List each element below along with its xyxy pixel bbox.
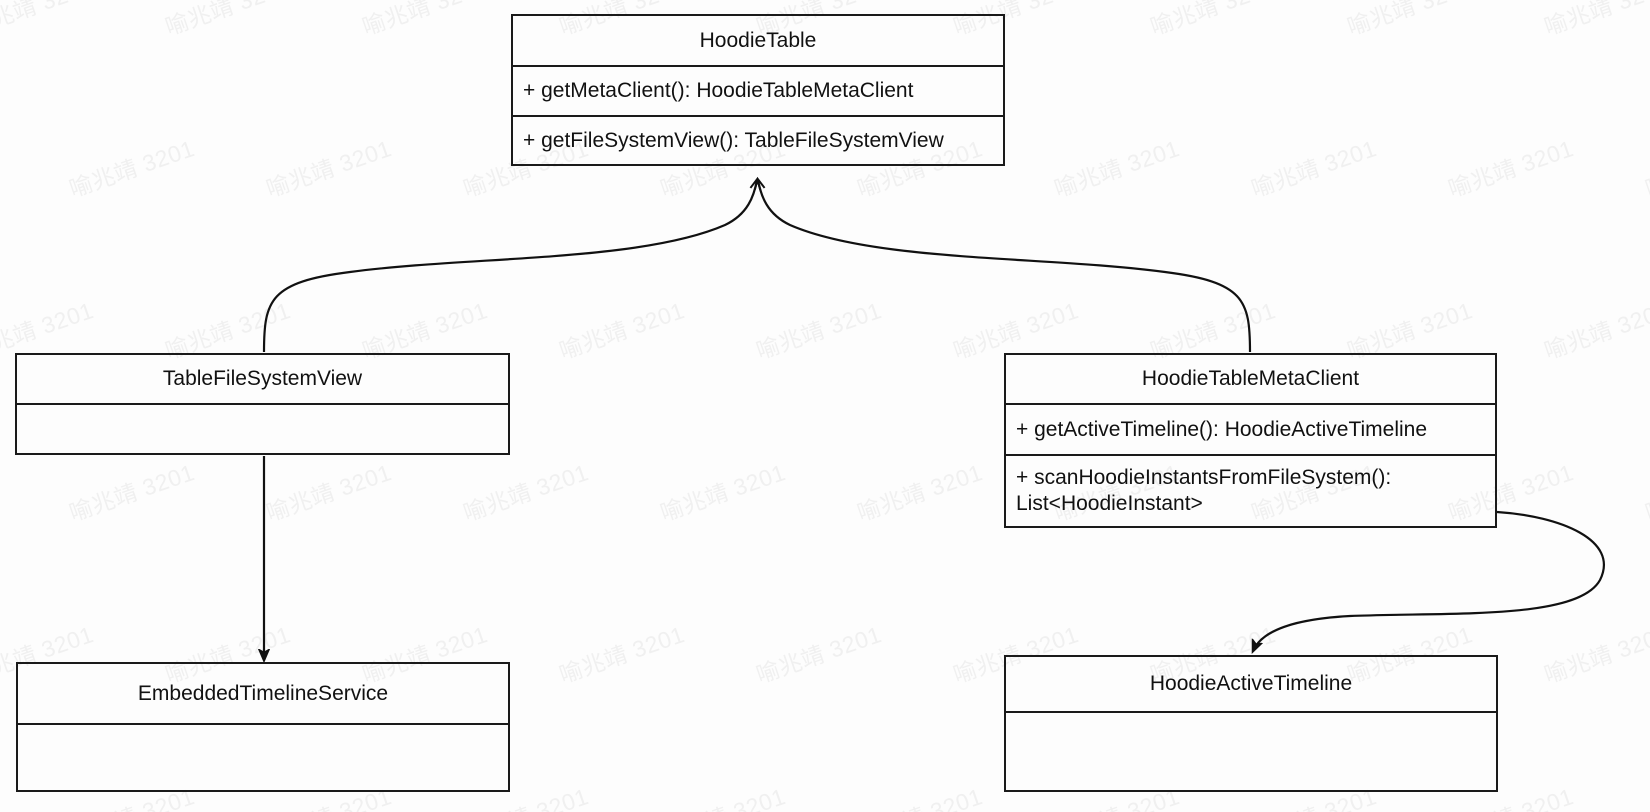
class-box-hoodie-table-meta-client[interactable]: HoodieTableMetaClient + getActiveTimelin… — [1004, 353, 1497, 528]
edge-hoodietablemetaclient-to-hoodietable — [753, 176, 1252, 353]
class-box-hoodie-table[interactable]: HoodieTable + getMetaClient(): HoodieTab… — [511, 14, 1005, 166]
class-member: + getMetaClient(): HoodieTableMetaClient — [523, 79, 914, 103]
class-section-members — [17, 403, 508, 453]
class-section-members — [1006, 711, 1496, 790]
class-name-hoodie-table: HoodieTable — [699, 28, 817, 52]
class-section-methods-1: + getActiveTimeline(): HoodieActiveTimel… — [1006, 403, 1495, 453]
class-name-hoodie-table-meta-client: HoodieTableMetaClient — [1141, 367, 1360, 391]
class-box-table-file-system-view[interactable]: TableFileSystemView — [15, 353, 510, 455]
class-name-table-file-system-view: TableFileSystemView — [162, 367, 363, 391]
class-member: + getActiveTimeline(): HoodieActiveTimel… — [1016, 417, 1428, 441]
class-section-methods-1: + getMetaClient(): HoodieTableMetaClient — [513, 65, 1003, 114]
class-name-hoodie-active-timeline: HoodieActiveTimeline — [1149, 672, 1353, 696]
class-box-embedded-timeline-service[interactable]: EmbeddedTimelineService — [16, 662, 510, 792]
class-section-members — [18, 723, 508, 790]
class-member: + scanHoodieInstantsFromFileSystem(): Li… — [1016, 466, 1392, 515]
class-section-methods-2: + getFileSystemView(): TableFileSystemVi… — [513, 114, 1003, 164]
class-name-embedded-timeline-service: EmbeddedTimelineService — [137, 681, 389, 705]
class-member: + getFileSystemView(): TableFileSystemVi… — [523, 128, 944, 152]
class-box-hoodie-active-timeline[interactable]: HoodieActiveTimeline — [1004, 655, 1498, 792]
edge-hoodietablemetaclient-to-hoodieactivetimeline — [1253, 510, 1605, 651]
edge-tablefilesystemview-to-hoodietable — [262, 176, 762, 353]
class-section-methods-2: + scanHoodieInstantsFromFileSystem(): Li… — [1006, 453, 1495, 526]
